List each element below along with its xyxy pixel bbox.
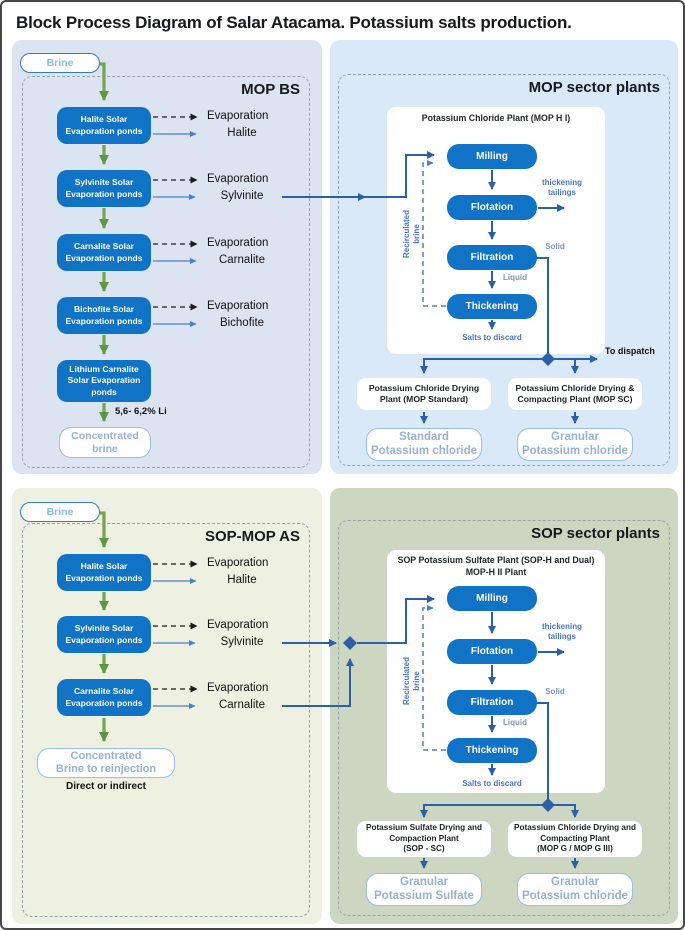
- pond-box-halite: Halite Solar Evaporation ponds: [57, 107, 151, 144]
- step-thickening: Thickening: [447, 738, 537, 763]
- mop-sc-compacting-plant: Potassium Chloride Drying & Compacting P…: [508, 378, 642, 410]
- sop-sc-compaction-plant: Potassium Sulfate Drying and Compaction …: [357, 821, 491, 857]
- step-filtration: Filtration: [447, 245, 537, 270]
- pond-box-sylvinite: Sylvinite Solar Evaporation ponds: [57, 616, 151, 653]
- step-thickening: Thickening: [447, 294, 537, 319]
- step-milling: Milling: [447, 144, 537, 169]
- brine-input-pill: Brine: [20, 53, 100, 73]
- product-label-sylvinite: Sylvinite: [220, 636, 264, 648]
- evaporation-label: Evaporation: [207, 300, 269, 312]
- product-label-halite: Halite: [227, 127, 257, 139]
- pond-box-bichofite: Bichofite Solar Evaporation ponds: [57, 297, 151, 334]
- thickening-tailings-label: thickening tailings: [541, 178, 582, 198]
- mop-bs-tag: MOP BS: [241, 81, 300, 98]
- product-label-carnalite: Carnalite: [218, 254, 266, 266]
- solid-label: Solid: [545, 242, 565, 251]
- sop-sector-tag: SOP sector plants: [531, 525, 660, 542]
- product-label-sylvinite: Sylvinite: [220, 190, 264, 202]
- pond-box-carnalite: Carnalite Solar Evaporation ponds: [57, 679, 151, 716]
- pond-box-sylvinite: Sylvinite Solar Evaporation ponds: [57, 170, 151, 207]
- mop-sector-tag: MOP sector plants: [528, 79, 660, 96]
- step-milling: Milling: [447, 586, 537, 611]
- sop-mop-as-boundary: SOP-MOP AS: [22, 523, 310, 917]
- granular-potassium-sulfate-pill: Granular Potassium Sulfate: [366, 873, 482, 906]
- step-filtration: Filtration: [447, 690, 537, 715]
- sop-sector-boundary: SOP sector plants: [338, 520, 670, 916]
- thickening-tailings-label: thickening tailings: [541, 622, 582, 642]
- solid-label: Solid: [545, 687, 565, 696]
- pond-box-halite: Halite Solar Evaporation ponds: [57, 554, 151, 591]
- pond-box-lithium-carnalite: Lithium Carnalite Solar Evaporation pond…: [57, 360, 151, 402]
- mop-g-compacting-plant: Potassium Chloride Drying and Compacting…: [508, 821, 642, 857]
- to-dispatch-label: To dispatch: [605, 346, 655, 356]
- pond-box-carnalite: Carnalite Solar Evaporation ponds: [57, 234, 151, 271]
- page-title: Block Process Diagram of Salar Atacama. …: [16, 13, 572, 32]
- evaporation-label: Evaporation: [207, 557, 269, 569]
- evaporation-label: Evaporation: [207, 110, 269, 122]
- salts-to-discard-label: Salts to discard: [462, 333, 522, 342]
- mop-plant-title: Potassium Chloride Plant (MOP H I): [421, 113, 571, 123]
- brine-input-pill: Brine: [20, 502, 100, 522]
- evaporation-label: Evaporation: [207, 682, 269, 694]
- product-label-carnalite: Carnalite: [218, 699, 266, 711]
- sop-mop-as-tag: SOP-MOP AS: [204, 528, 300, 545]
- mop-standard-drying-plant: Potassium Chloride Drying Plant (MOP Sta…: [357, 378, 491, 410]
- product-label-bichofite: Bichofite: [219, 317, 265, 329]
- concentrated-brine-pill: Concentrated brine: [59, 427, 151, 458]
- evaporation-label: Evaporation: [207, 619, 269, 631]
- product-label-halite: Halite: [227, 574, 257, 586]
- recirculated-brine-label: Recirculated brine: [402, 656, 422, 706]
- evaporation-label: Evaporation: [207, 173, 269, 185]
- salts-to-discard-label: Salts to discard: [462, 779, 522, 788]
- lithium-grade-label: 5,6- 6,2% Li: [115, 406, 167, 417]
- mop-bs-boundary: MOP BS: [22, 76, 310, 468]
- brine-reinjection-pill: Concentrated Brine to reinjection: [37, 748, 175, 778]
- recirculated-brine-label: Recirculated brine: [402, 209, 422, 259]
- granular-potassium-chloride-pill: Granular Potassium chloride: [517, 873, 633, 906]
- direct-or-indirect-note: Direct or indirect: [65, 781, 147, 792]
- step-flotation: Flotation: [447, 195, 537, 220]
- granular-potassium-chloride-pill: Granular Potassium chloride: [517, 428, 633, 461]
- sop-plant-title: SOP Potassium Sulfate Plant (SOP-H and D…: [397, 555, 595, 577]
- liquid-label: Liquid: [503, 273, 527, 282]
- step-flotation: Flotation: [447, 639, 537, 664]
- evaporation-label: Evaporation: [207, 237, 269, 249]
- mop-sector-boundary: MOP sector plants: [338, 74, 670, 466]
- standard-potassium-chloride-pill: Standard Potassium chloride: [366, 428, 482, 461]
- liquid-label: Liquid: [503, 718, 527, 727]
